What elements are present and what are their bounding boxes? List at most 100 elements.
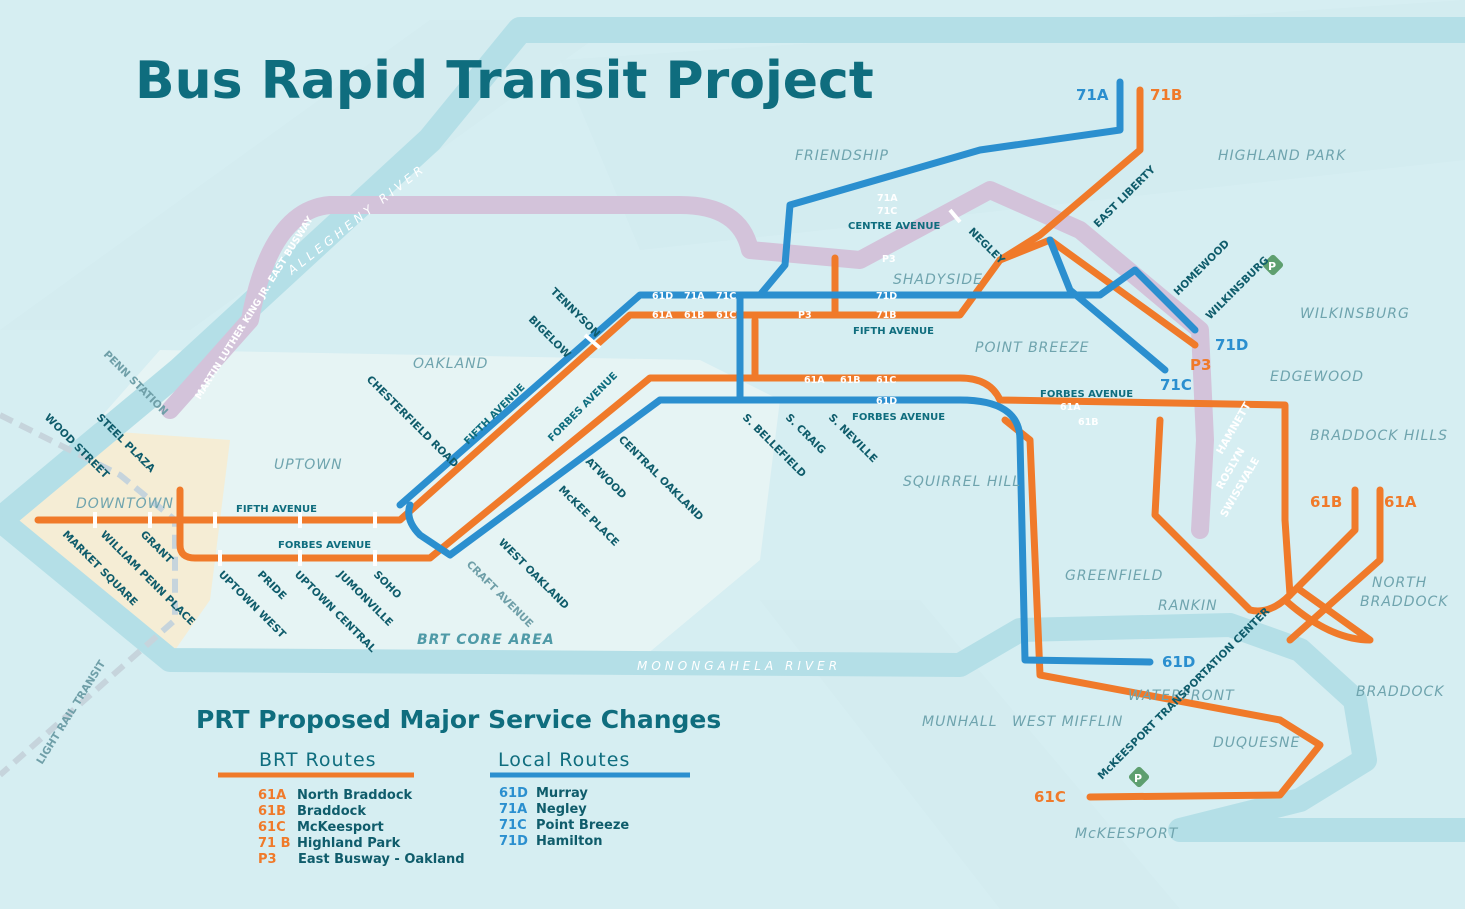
local-forbes-avenue-line (405, 396, 1154, 666)
legend-route-code: P3 (258, 852, 277, 867)
legend-route-code: 61A (258, 788, 286, 803)
area-label: EDGEWOOD (1270, 369, 1364, 385)
area-label: WILKINSBURG (1300, 306, 1410, 322)
onroute-label: 61A (804, 375, 825, 386)
area-label: FRIENDSHIP (795, 148, 889, 164)
legend-local-heading: Local Routes (498, 749, 630, 771)
route-end-label: 71B (1150, 86, 1182, 104)
onroute-label: 61A (1060, 402, 1081, 413)
onroute-label: 71A (684, 291, 705, 302)
page-title: Bus Rapid Transit Project (135, 51, 874, 111)
legend-route-code: 61C (258, 820, 286, 835)
onroute-label: 61D (652, 291, 673, 302)
street-label: FORBES AVENUE (852, 412, 945, 423)
area-label: McKEESPORT (1075, 826, 1179, 842)
allegheny-river (0, 17, 1465, 530)
area-label: NORTH (1372, 575, 1427, 591)
onroute-label: 71A (877, 193, 898, 204)
area-label: BRT CORE AREA (417, 632, 555, 648)
park-ride-icon (1262, 254, 1284, 276)
onroute-label: 61B (1078, 417, 1098, 428)
legend-route-name: Hamilton (536, 834, 603, 849)
route-end-label: 71A (1076, 86, 1109, 104)
brt-71b-line (996, 86, 1144, 264)
legend-brt-heading: BRT Routes (259, 749, 377, 771)
local-71a-line (756, 78, 1124, 299)
area-label: GREENFIELD (1065, 568, 1163, 584)
area-label: RANKIN (1158, 598, 1218, 614)
legend-route-code: 61B (258, 804, 286, 819)
legend-route-name: North Braddock (297, 788, 413, 803)
background-band (760, 600, 1180, 909)
legend-route-code: 71A (499, 802, 527, 817)
onroute-label: 61C (716, 310, 736, 321)
legend: PRT Proposed Major Service Changes BRT R… (196, 705, 721, 867)
area-label: WATERFRONT (1128, 688, 1235, 704)
area-label: POINT BREEZE (975, 340, 1090, 356)
legend-route-name: Braddock (297, 804, 366, 819)
park-and-ride-mckeesport: P (1128, 766, 1150, 788)
area-label: SHADYSIDE (893, 272, 983, 288)
park-ride-letter: P (1134, 772, 1142, 785)
park-and-ride-wilkinsburg: P (1262, 254, 1284, 276)
onroute-label: 71C (716, 291, 736, 302)
area-label: SQUIRREL HILL (903, 474, 1021, 490)
legend-route-name: McKeesport (297, 820, 384, 835)
onroute-label: 61B (684, 310, 704, 321)
legend-route-name: Point Breeze (536, 818, 629, 833)
local-routes (396, 78, 1199, 666)
area-label: HIGHLAND PARK (1218, 148, 1347, 164)
brt-61c-line (1001, 416, 1324, 801)
onroute-label: 71D (876, 291, 897, 302)
downtown-area (10, 430, 230, 650)
station-ticks (93, 208, 962, 566)
area-label: WEST MIFFLIN (1012, 714, 1123, 730)
local-71c-line (1046, 236, 1169, 374)
monongahela-river (0, 510, 1465, 842)
onroute-label: 61B (840, 375, 860, 386)
legend-route-code: 61D (499, 786, 528, 801)
brt-61b-line (1281, 486, 1374, 644)
area-label: BRADDOCK (1356, 684, 1445, 700)
area-label: UPTOWN (274, 457, 343, 473)
route-end-label: 61A (1384, 493, 1417, 511)
route-end-label: 61C (1034, 788, 1066, 806)
route-end-label: P3 (1190, 356, 1211, 374)
park-ride-letter: P (1268, 260, 1276, 273)
onroute-label: 61C (876, 375, 896, 386)
area-label: DUQUESNE (1213, 735, 1300, 751)
area-label: MUNHALL (922, 714, 998, 730)
street-label: FORBES AVENUE (278, 540, 371, 551)
route-end-label: 71D (1215, 336, 1248, 354)
onroute-label: 71C (877, 206, 897, 217)
route-end-label: 71C (1160, 376, 1192, 394)
onroute-label: 61A (652, 310, 673, 321)
legend-route-code: 71D (499, 834, 528, 849)
street-label: FIFTH AVENUE (236, 504, 317, 515)
station-tick (583, 333, 602, 350)
area-label: OAKLAND (413, 356, 488, 372)
legend-route-name: Murray (536, 786, 588, 801)
route-end-label: 61D (1162, 653, 1195, 671)
legend-route-name: Negley (536, 802, 587, 817)
legend-title: PRT Proposed Major Service Changes (196, 705, 721, 734)
legend-route-code: 71C (499, 818, 527, 833)
onroute-label: P3 (882, 254, 896, 265)
legend-route-name: Highland Park (297, 836, 401, 851)
street-label: CENTRE AVENUE (848, 221, 940, 232)
onroute-label: 61D (876, 396, 897, 407)
area-label: DOWNTOWN (76, 496, 174, 512)
brt-forbes-avenue-line (176, 374, 1294, 615)
area-label: BRADDOCK (1360, 594, 1449, 610)
street-label: FORBES AVENUE (1040, 389, 1133, 400)
onroute-label: P3 (798, 310, 812, 321)
park-ride-icon (1128, 766, 1150, 788)
route-end-label: 61B (1310, 493, 1342, 511)
brt-61a-line (1286, 486, 1384, 644)
street-label: FIFTH AVENUE (853, 326, 934, 337)
station-tick (948, 208, 962, 224)
local-fifth-avenue-line (396, 266, 1199, 509)
east-busway-line (161, 181, 1214, 539)
legend-route-code: 71 B (258, 836, 291, 851)
